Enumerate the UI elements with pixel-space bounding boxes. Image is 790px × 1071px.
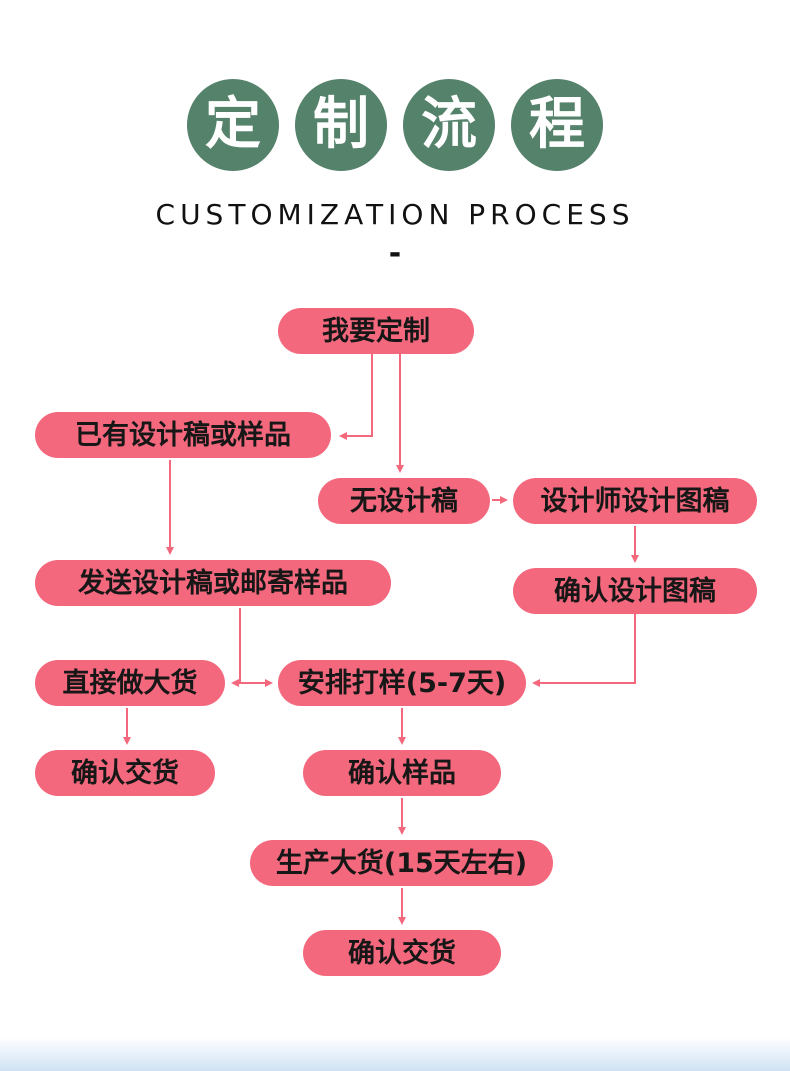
node-produce-bulk: 生产大货(15天左右): [250, 840, 553, 886]
title-circle-1: 定: [187, 79, 279, 171]
subtitle: CUSTOMIZATION PROCESS: [155, 198, 635, 231]
node-confirm-sample: 确认样品: [303, 750, 501, 796]
title-char-1: 定: [205, 92, 261, 157]
node-confirm-delivery-2: 确认交货: [303, 930, 501, 976]
arrow-confirm-design-to-arrange-sample: [532, 614, 636, 687]
node-send-design: 发送设计稿或邮寄样品: [35, 560, 391, 606]
node-start-customize: 我要定制: [278, 308, 474, 354]
title-circle-2: 制: [295, 79, 387, 171]
node-arrange-sample: 安排打样(5-7天): [278, 660, 526, 706]
title-circle-4: 程: [511, 79, 603, 171]
node-direct-bulk: 直接做大货: [35, 660, 225, 706]
node-confirm-delivery-1: 确认交货: [35, 750, 215, 796]
node-confirm-design: 确认设计图稿: [513, 568, 757, 614]
arrow-start-to-have-design: [339, 354, 373, 440]
node-have-design: 已有设计稿或样品: [35, 412, 331, 458]
title-char-3: 流: [421, 92, 477, 157]
title-char-2: 制: [313, 92, 369, 157]
title-circle-3: 流: [403, 79, 495, 171]
subtitle-dash: -: [388, 236, 402, 271]
node-designer-design: 设计师设计图稿: [513, 478, 757, 524]
footer-gradient: [0, 1037, 790, 1071]
title-char-4: 程: [529, 92, 585, 157]
page-title: 定 制 流 程: [0, 79, 790, 171]
node-no-design: 无设计稿: [318, 478, 490, 524]
